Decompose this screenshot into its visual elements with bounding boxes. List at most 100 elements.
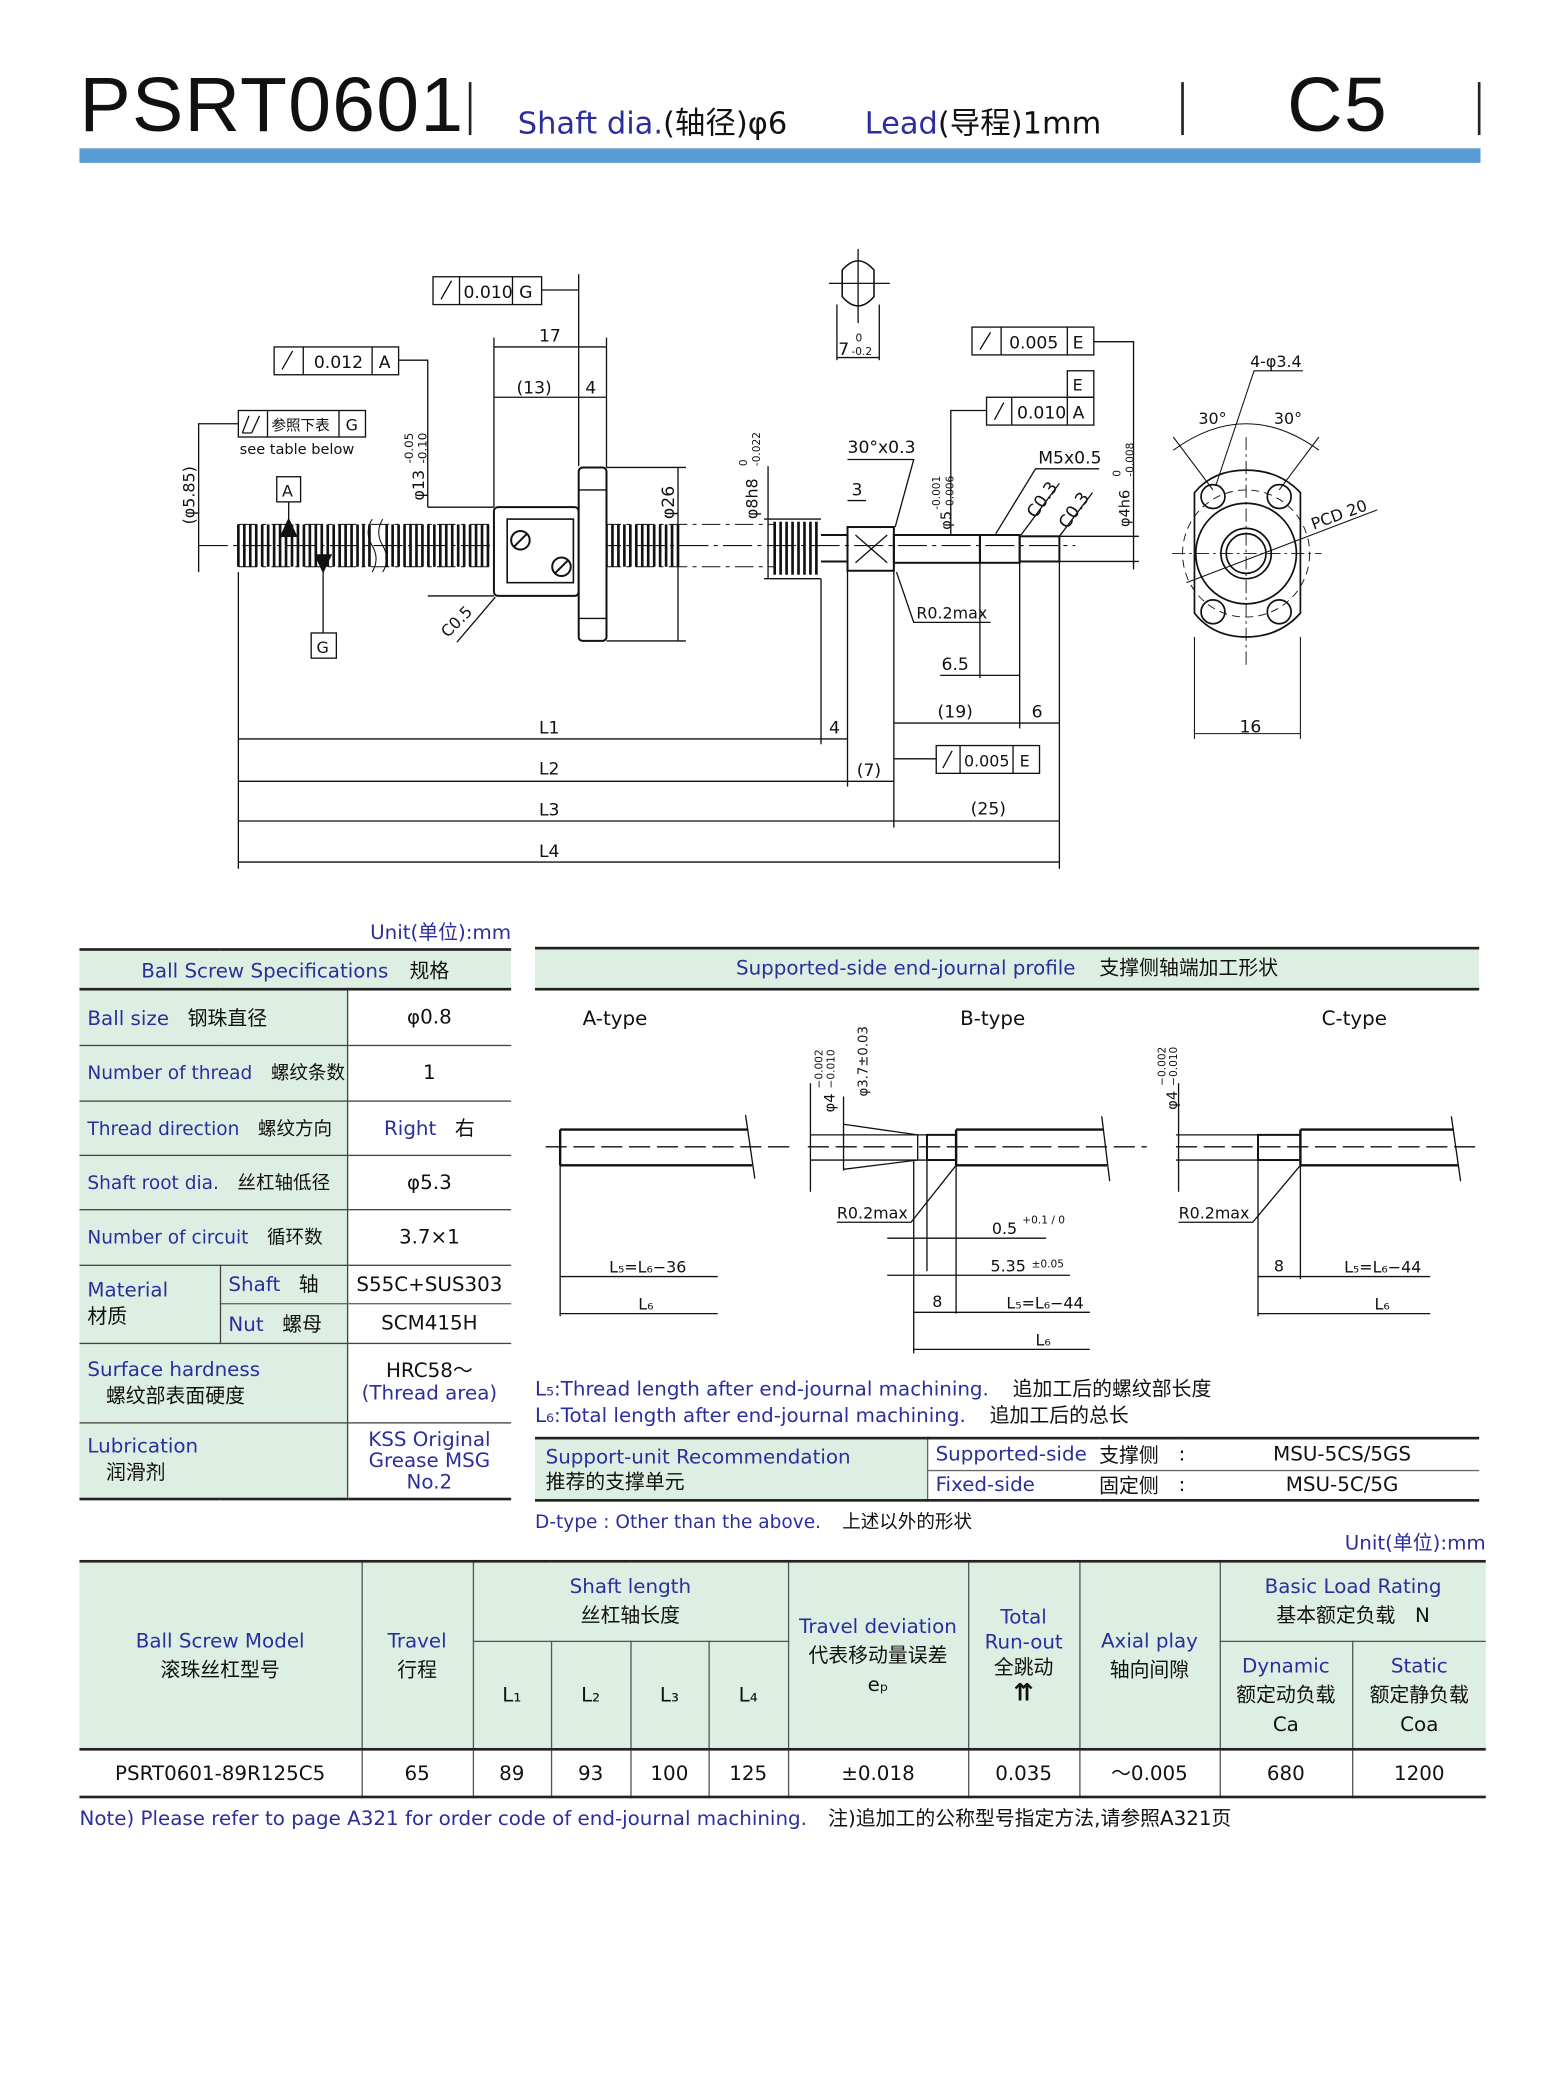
spec-header: Ball Screw Specifications 规格: [79, 949, 512, 991]
text-label: 0: [855, 333, 862, 345]
text-label: G: [316, 638, 328, 657]
lead-value: (导程)1mm: [937, 107, 1102, 142]
text-label: PSRT0601-89R125C5: [79, 1748, 363, 1798]
text-label: φ4h6: [1117, 490, 1134, 527]
text-label: L2: [539, 760, 560, 780]
text-label: Static: [1390, 1653, 1448, 1678]
runout-frame-e: 0.005 E: [971, 326, 1135, 570]
d-type-note: D-type : Other than the above.上述以外的形状: [535, 1508, 972, 1534]
nut-flange: [577, 466, 608, 642]
text-label: L₆: [638, 1295, 653, 1314]
break-mark: [367, 518, 388, 573]
text-label: L₆: [1036, 1330, 1051, 1349]
text-label: 4: [585, 378, 596, 398]
runout-frame-e2: 0.005 E: [893, 744, 1041, 775]
l6-note: L₆:Total length after end-journal machin…: [535, 1401, 1129, 1429]
accuracy-grade: C5: [1287, 62, 1388, 149]
text-label: (Thread area): [361, 1381, 498, 1406]
text-label: 89: [472, 1748, 552, 1798]
text-label: R0.2max: [837, 1203, 908, 1222]
lead-spec: Lead(导程)1mm: [865, 98, 1102, 143]
text-label: C0.5: [437, 602, 476, 641]
text-label: 0.010: [1017, 403, 1066, 423]
text-label: 追加工后的螺纹部长度: [1012, 1377, 1212, 1402]
spec-unit: Unit(单位):mm: [370, 920, 512, 945]
text-label: 追加工后的总长: [989, 1403, 1129, 1428]
text-label: φ3.7±0.03: [856, 1026, 871, 1096]
text-label: -0.008: [1125, 443, 1137, 477]
text-label: ～0.005: [1078, 1748, 1221, 1798]
runout-frame-ea: E 0.010 A: [950, 370, 1095, 535]
total-runout-frame: 参照下表 G see table below: [197, 409, 367, 573]
text-label: 6.5: [942, 655, 969, 675]
text-label: -0.2: [851, 346, 872, 358]
text-label: φ5: [938, 511, 955, 530]
text-label: D-type : Other than the above.: [534, 1512, 822, 1534]
text-label: -0.022: [751, 432, 763, 466]
text-label: Ball Screw Specifications: [141, 958, 389, 982]
text-label: 0.005: [1009, 333, 1058, 353]
text-label: −0.010: [1168, 1046, 1180, 1085]
text-label: L₅=L₆−44: [1006, 1293, 1083, 1312]
text-label: C0.3: [1055, 489, 1094, 533]
text-label: Right: [384, 1116, 437, 1141]
flat-section-view: 7 0 -0.2: [828, 248, 890, 361]
text-label: ±0.05: [1032, 1258, 1064, 1270]
end-journal-profiles: A-type B-type C-type L₅=L₆−36 L₆ φ4 −0.0…: [545, 1007, 1480, 1354]
text-label: KSS Original: [368, 1427, 491, 1452]
text-label: φ4: [1164, 1091, 1181, 1110]
text-label: 1200: [1351, 1748, 1486, 1798]
text-label: E: [1020, 752, 1030, 771]
text-label: (φ5.85): [180, 466, 199, 524]
text-label: φ13: [409, 470, 428, 501]
text-label: Basic Load Rating: [1264, 1574, 1442, 1599]
ball-screw-drawing: 0.010 G 17 (13) 4 0.012 A 参照下表 G see tab…: [180, 248, 1378, 869]
text-label: 8: [932, 1292, 942, 1311]
text-label: 额定动负载: [1236, 1682, 1336, 1707]
text-label: 参照下表: [271, 417, 330, 434]
text-label: L₅: [534, 1377, 555, 1402]
text-label: :Total length after end-journal machinin…: [554, 1403, 966, 1428]
shaft-dia-spec: Shaft dia.(轴径)φ6: [518, 98, 787, 143]
text-label: Coa: [1400, 1711, 1439, 1736]
text-label: (19): [938, 703, 973, 723]
text-label: 钢珠直径: [187, 1006, 268, 1030]
text-label: :: [1178, 1472, 1186, 1497]
text-label: E: [1073, 376, 1083, 395]
text-label: 循环数: [266, 1227, 323, 1249]
text-label: A: [1073, 403, 1085, 423]
text-label: Ca: [1272, 1711, 1299, 1736]
text-label: 螺纹部表面硬度: [105, 1383, 246, 1407]
runout-frame-a: 0.012 A: [273, 346, 429, 508]
text-label: 规格: [409, 958, 450, 982]
text-label: 6: [1032, 703, 1043, 723]
text-label: Surface hardness: [87, 1356, 261, 1381]
l5-note: L₅:Thread length after end-journal machi…: [535, 1375, 1211, 1403]
text-label: −0.002: [1156, 1047, 1168, 1086]
text-label: see table below: [240, 441, 355, 458]
text-label: 0.5: [992, 1219, 1017, 1238]
text-label: 固定侧: [1099, 1473, 1159, 1498]
text-label: Ball size: [87, 1006, 170, 1030]
text-label: 0: [738, 459, 750, 466]
text-label: Material: [87, 1277, 169, 1302]
text-label: (13): [516, 378, 551, 398]
text-label: 滚珠丝杠型号: [160, 1657, 280, 1682]
text-label: φ8h8: [742, 478, 761, 519]
text-label: -0.05: [402, 433, 416, 464]
text-label: −0.002: [813, 1049, 825, 1088]
text-label: Shaft: [228, 1272, 281, 1297]
text-label: 支撑侧: [1099, 1438, 1179, 1471]
text-label: 1: [346, 1044, 512, 1102]
text-label: C-type: [1322, 1007, 1387, 1030]
divider: [1181, 82, 1184, 136]
text-label: 17: [539, 327, 561, 347]
text-label: Supported-side: [926, 1438, 1100, 1471]
